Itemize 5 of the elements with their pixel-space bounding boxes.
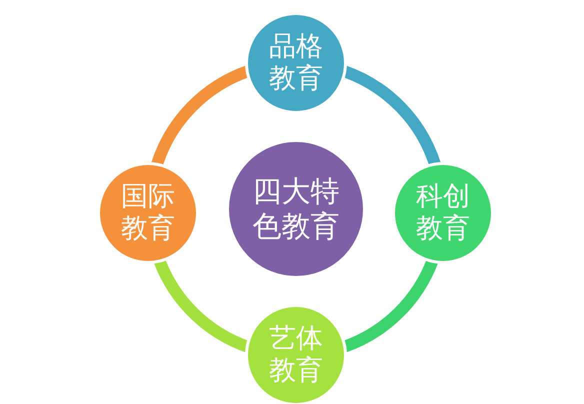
circle-label: 科创教育 <box>415 180 471 246</box>
circle-label: 国际教育 <box>120 180 176 246</box>
circle-label: 四大特色教育 <box>251 174 340 244</box>
circle-label: 艺体教育 <box>268 322 324 388</box>
circle-label: 品格教育 <box>268 30 324 96</box>
